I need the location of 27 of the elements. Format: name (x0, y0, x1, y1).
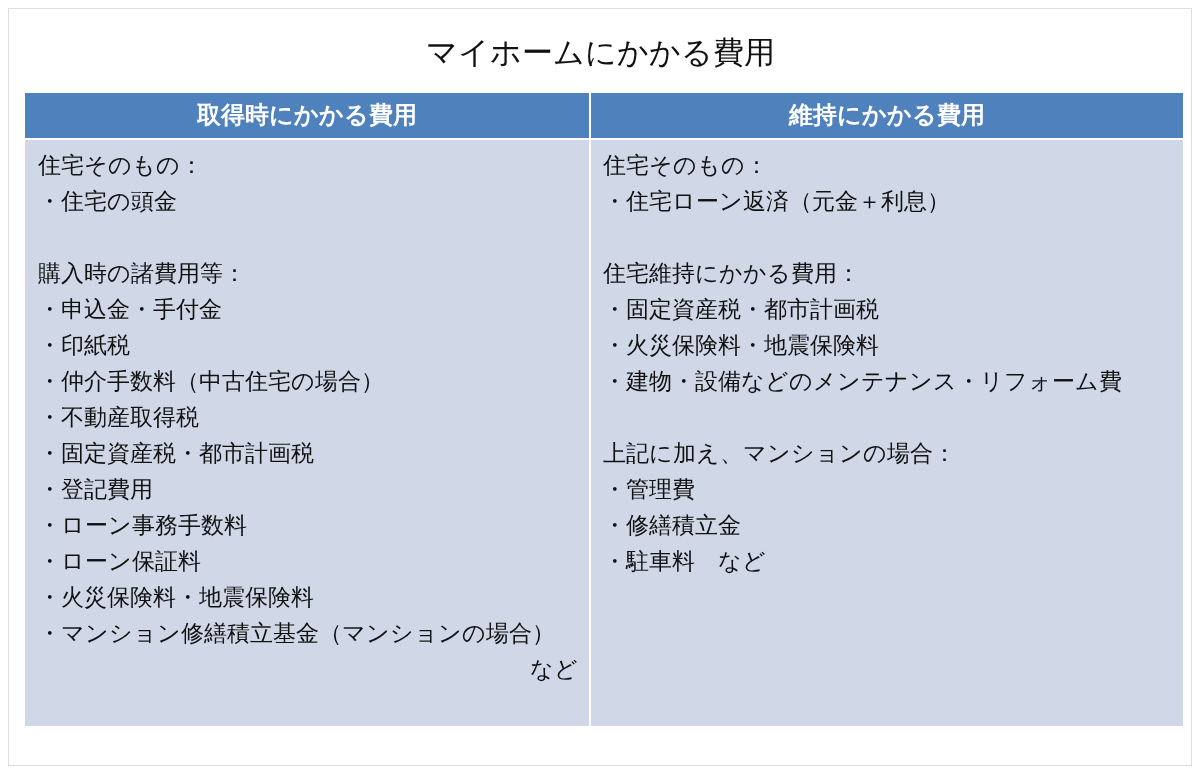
list-item: ・不動産取得税 (38, 403, 199, 432)
list-item: ・駐車料 など (603, 547, 766, 576)
list-item: ・住宅ローン返済（元金＋利息） (603, 187, 950, 216)
list-item: ・修繕積立金 (603, 511, 741, 540)
list-item: ・申込金・手付金 (38, 295, 222, 324)
list-item: ・マンション修繕積立基金（マンションの場合） (38, 619, 555, 648)
list-item: ・住宅の頭金 (38, 187, 177, 216)
note-text: など (530, 655, 578, 684)
list-item: ・管理費 (603, 475, 695, 504)
list-item: ・登記費用 (38, 475, 153, 504)
diagram-title: マイホームにかかる費用 (424, 33, 776, 72)
section-heading: 購入時の諸費用等： (38, 259, 246, 288)
list-item: ・火災保険料・地震保険料 (603, 331, 879, 360)
list-item: ・印紙税 (38, 331, 130, 360)
list-item: ・固定資産税・都市計画税 (603, 295, 879, 324)
column-header: 維持にかかる費用 (591, 93, 1183, 138)
section-heading: 住宅そのもの： (603, 151, 768, 180)
section-heading: 住宅維持にかかる費用： (603, 259, 860, 288)
section-heading: 上記に加え、マンションの場合： (603, 439, 956, 468)
list-item: ・固定資産税・都市計画税 (38, 439, 314, 468)
list-item: ・仲介手数料（中古住宅の場合） (38, 367, 384, 396)
list-item: ・建物・設備などのメンテナンス・リフォーム費 (603, 367, 1122, 396)
list-item: ・ローン事務手数料 (38, 511, 247, 540)
column-header: 取得時にかかる費用 (25, 93, 589, 138)
list-item: ・ローン保証料 (38, 547, 201, 576)
list-item: ・火災保険料・地震保険料 (38, 583, 314, 612)
section-heading: 住宅そのもの： (38, 151, 203, 180)
